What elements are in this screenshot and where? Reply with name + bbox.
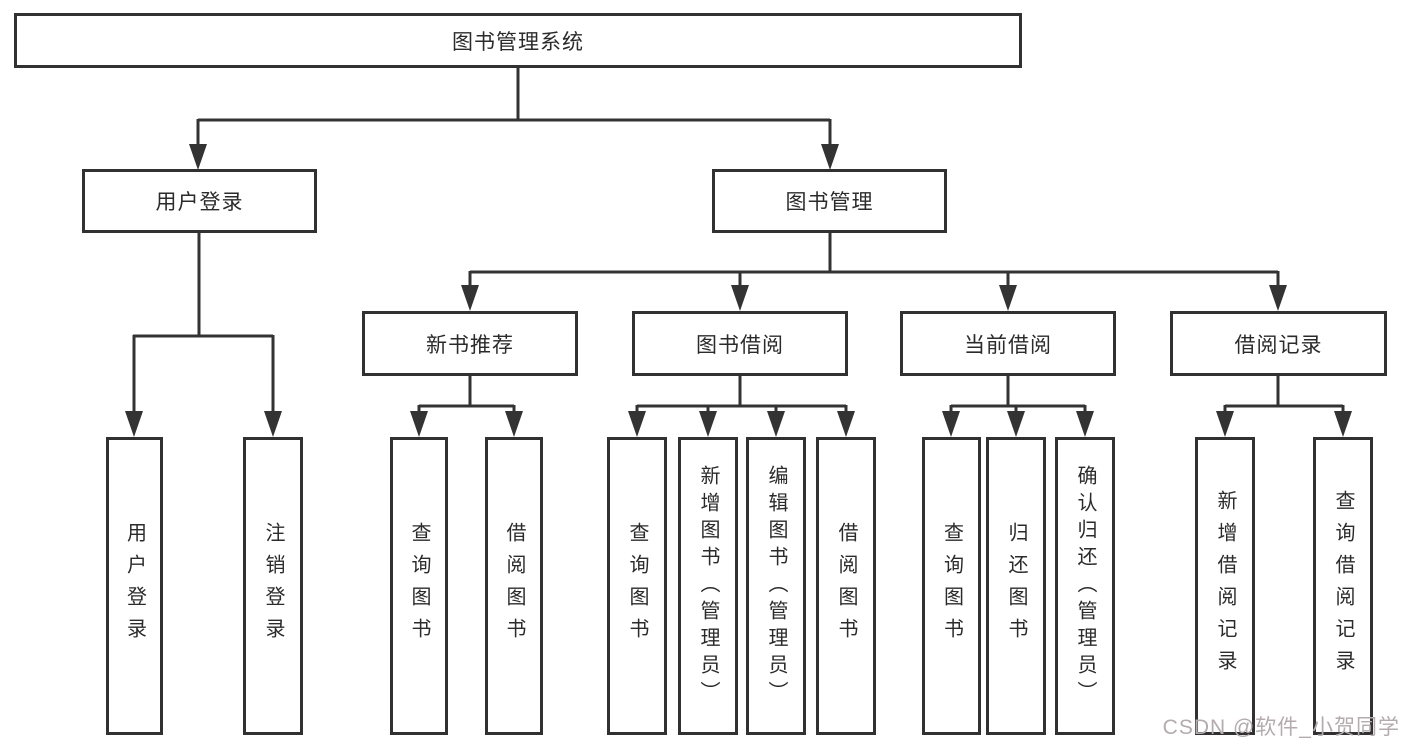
node-new-book-recommend: 新书推荐 — [362, 311, 578, 376]
node-label: 借阅图书 — [503, 522, 525, 650]
node-user-login: 用户登录 — [82, 169, 317, 233]
node-leaf-user-login: 用户登录 — [106, 437, 163, 735]
node-label: 新书推荐 — [426, 333, 514, 357]
node-label: 用户登录 — [155, 191, 244, 214]
node-label: 借阅图书 — [835, 522, 857, 650]
node-leaf-confirm-return-admin: 确认归还（管理员） — [1055, 437, 1115, 735]
node-label: 查询借阅记录 — [1332, 490, 1354, 682]
node-label: 借阅记录 — [1234, 333, 1323, 357]
node-borrowing-records: 借阅记录 — [1170, 311, 1387, 376]
node-leaf-edit-books-admin: 编辑图书（管理员） — [746, 437, 806, 735]
node-book-management: 图书管理 — [712, 169, 947, 233]
node-leaf-borrow-books-recommend: 借阅图书 — [485, 437, 543, 735]
node-leaf-add-books-admin: 新增图书（管理员） — [678, 437, 738, 735]
node-label: 当前借阅 — [964, 333, 1052, 357]
node-label: 归还图书 — [1005, 522, 1027, 650]
node-leaf-logout: 注销登录 — [243, 437, 303, 735]
node-label: 用户登录 — [123, 522, 146, 650]
node-label: 新增图书（管理员） — [697, 464, 719, 708]
node-label: 查询图书 — [408, 522, 430, 650]
node-leaf-return-books: 归还图书 — [986, 437, 1046, 735]
node-leaf-query-books-current: 查询图书 — [922, 437, 981, 735]
node-label: 查询图书 — [940, 522, 963, 650]
node-label: 图书管理 — [785, 191, 874, 214]
node-label: 新增借阅记录 — [1214, 490, 1236, 682]
node-leaf-query-borrow-record: 查询借阅记录 — [1313, 437, 1373, 735]
node-leaf-borrow-books: 借阅图书 — [816, 437, 876, 735]
node-leaf-query-books-borrowing: 查询图书 — [607, 437, 667, 735]
node-label: 编辑图书（管理员） — [765, 464, 787, 708]
node-label: 图书借阅 — [696, 333, 784, 357]
node-leaf-add-borrow-record: 新增借阅记录 — [1195, 437, 1255, 735]
node-current-borrowing: 当前借阅 — [900, 311, 1116, 376]
node-book-borrowing: 图书借阅 — [632, 311, 848, 376]
node-label: 图书管理系统 — [452, 30, 584, 54]
node-label: 注销登录 — [262, 522, 284, 650]
node-leaf-query-books-recommend: 查询图书 — [390, 437, 448, 735]
node-label: 确认归还（管理员） — [1074, 464, 1096, 708]
csdn-watermark: CSDN @软件_小贺同学 — [1162, 716, 1400, 739]
node-book-management-system: 图书管理系统 — [14, 13, 1022, 68]
node-label: 查询图书 — [626, 522, 648, 650]
